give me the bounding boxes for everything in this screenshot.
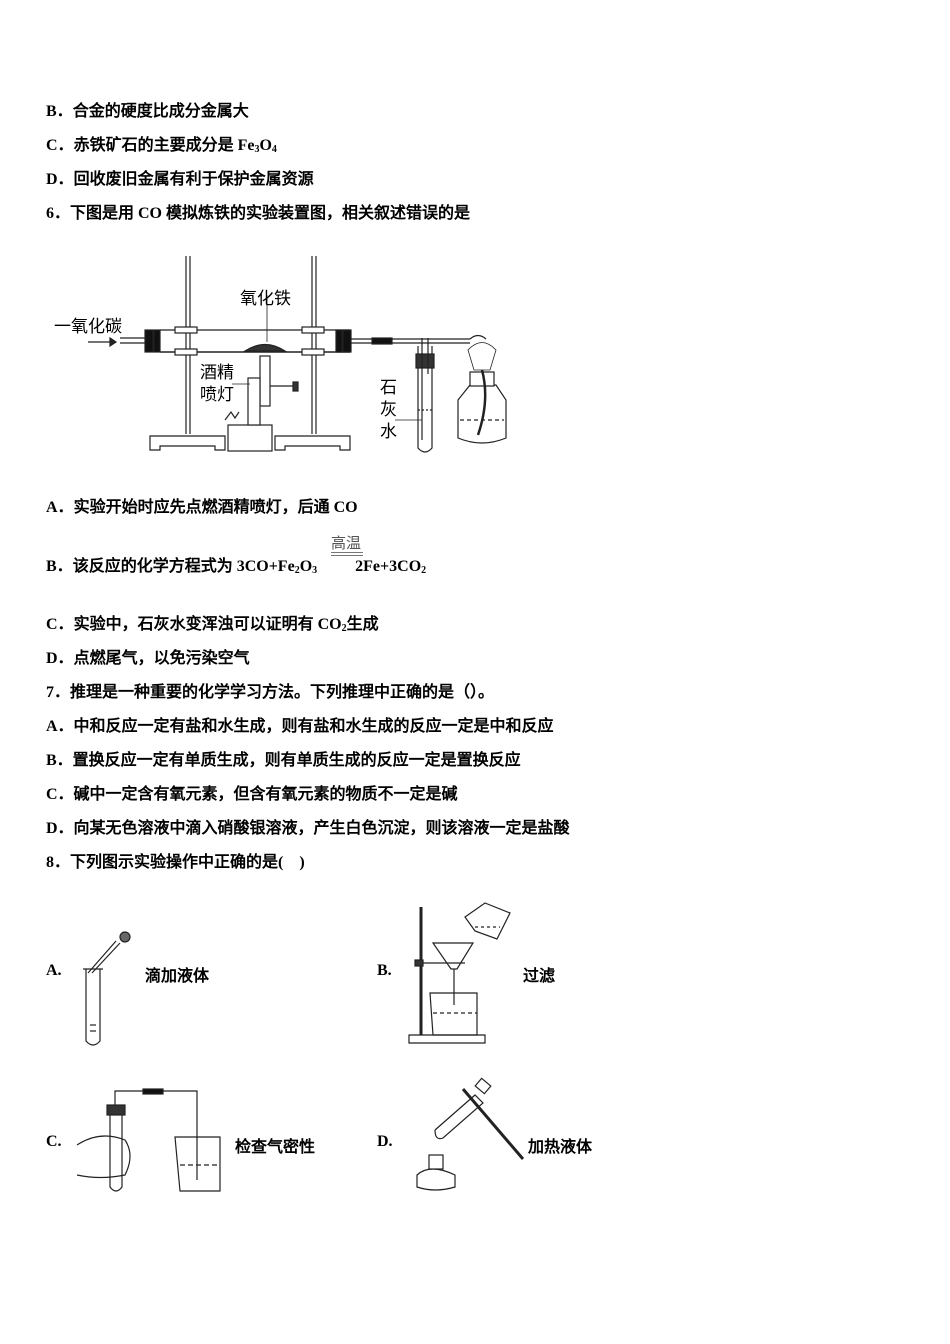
q8-option-d-label: 加热液体 — [528, 1139, 593, 1156]
subscript: 4 — [271, 144, 277, 155]
dropper-test-tube-figure — [80, 925, 140, 1050]
option-text: 点燃尾气，以免污染空气 — [73, 650, 250, 667]
subscript: 2 — [421, 565, 427, 576]
label-lamp-1: 酒精 — [200, 363, 234, 383]
q7-option-d: D．向某无色溶液中滴入硝酸银溶液，产生白色沉淀，则该溶液一定是盐酸 — [46, 820, 570, 837]
option-text: 赤铁矿石的主要成分是 Fe — [73, 137, 255, 154]
q6-option-a: A．实验开始时应先点燃酒精喷灯，后通 CO — [46, 498, 358, 518]
q8-option-b-label: 过滤 — [523, 968, 556, 985]
q8-stem: 8．下列图示实验操作中正确的是( ) — [46, 854, 305, 871]
q6-option-d: D．点燃尾气，以免污染空气 — [46, 649, 250, 669]
option-letter: D． — [46, 171, 74, 188]
airtightness-check-figure — [75, 1085, 225, 1197]
formula-part: O — [299, 558, 313, 575]
label-lamp-2: 喷灯 — [200, 385, 234, 405]
airtightness-drawing — [76, 1088, 221, 1192]
co-iron-smelting-apparatus-figure: 一氧化碳 氧化铁 酒精 喷灯 石 灰 水 — [50, 250, 510, 460]
label-limewater-2: 灰 — [380, 400, 397, 420]
option-text: 回收废旧金属有利于保护金属资源 — [73, 171, 314, 188]
option-letter: C． — [46, 137, 74, 154]
formula-product: 2Fe+3CO — [355, 558, 422, 575]
option-letter: C． — [46, 616, 74, 633]
q7-option-c: C．碱中一定含有氧元素，但含有氧元素的物质不一定是碱 — [46, 786, 458, 803]
option-letter: D． — [46, 650, 74, 667]
apparatus-drawing: 一氧化碳 氧化铁 酒精 喷灯 石 灰 水 — [54, 256, 507, 453]
subscript: 2 — [341, 623, 347, 634]
label-limewater-3: 水 — [380, 422, 397, 442]
filtration-drawing — [408, 902, 511, 1044]
q5-option-c: C．赤铁矿石的主要成分是 Fe3O4 — [46, 136, 277, 156]
filtration-figure — [405, 895, 515, 1045]
option-text: 该反应的化学方程式为 3CO+Fe — [72, 558, 295, 575]
heating-drawing — [416, 1077, 525, 1191]
q5-option-b: B．合金的硬度比成分金属大 — [46, 102, 249, 122]
option-text-tail: 生成 — [346, 616, 379, 633]
q6-stem: 6．下图是用 CO 模拟炼铁的实验装置图，相关叙述错误的是 — [46, 205, 471, 222]
q5-option-d: D．回收废旧金属有利于保护金属资源 — [46, 170, 314, 190]
q8-option-a-label: 滴加液体 — [145, 968, 210, 985]
q7-option-a: A．中和反应一定有盐和水生成，则有盐和水生成的反应一定是中和反应 — [46, 718, 554, 735]
q8-option-a-letter: A. — [46, 962, 62, 979]
reaction-condition: 高温 — [331, 536, 362, 552]
option-text: 合金的硬度比成分金属大 — [72, 103, 249, 120]
formula-part: O — [259, 137, 272, 154]
q8-option-d-letter: D. — [377, 1133, 393, 1150]
option-letter: B． — [46, 103, 73, 120]
q7-stem: 7．推理是一种重要的化学学习方法。下列推理中正确的是（）。 — [46, 684, 495, 701]
q8-option-c-label: 检查气密性 — [235, 1139, 316, 1156]
subscript: 3 — [254, 144, 260, 155]
q8-option-c-letter: C. — [46, 1133, 62, 1150]
equation-equals-bar — [331, 552, 363, 556]
q6-option-c: C．实验中，石灰水变浑浊可以证明有 CO2生成 — [46, 615, 379, 635]
option-letter: A． — [46, 499, 74, 516]
label-fe2o3: 氧化铁 — [240, 289, 291, 309]
q7-option-b: B．置换反应一定有单质生成，则有单质生成的反应一定是置换反应 — [46, 752, 521, 769]
heating-liquid-figure — [405, 1075, 525, 1195]
q8-option-b-letter: B. — [377, 962, 392, 979]
label-limewater-1: 石 — [380, 378, 397, 398]
subscript: 3 — [312, 565, 318, 576]
label-co: 一氧化碳 — [54, 317, 122, 337]
option-letter: B． — [46, 558, 73, 575]
option-text: 实验中，石灰水变浑浊可以证明有 CO — [73, 616, 342, 633]
option-text: 实验开始时应先点燃酒精喷灯，后通 CO — [73, 499, 358, 516]
dropper-drawing — [83, 931, 131, 1046]
subscript: 2 — [294, 565, 300, 576]
